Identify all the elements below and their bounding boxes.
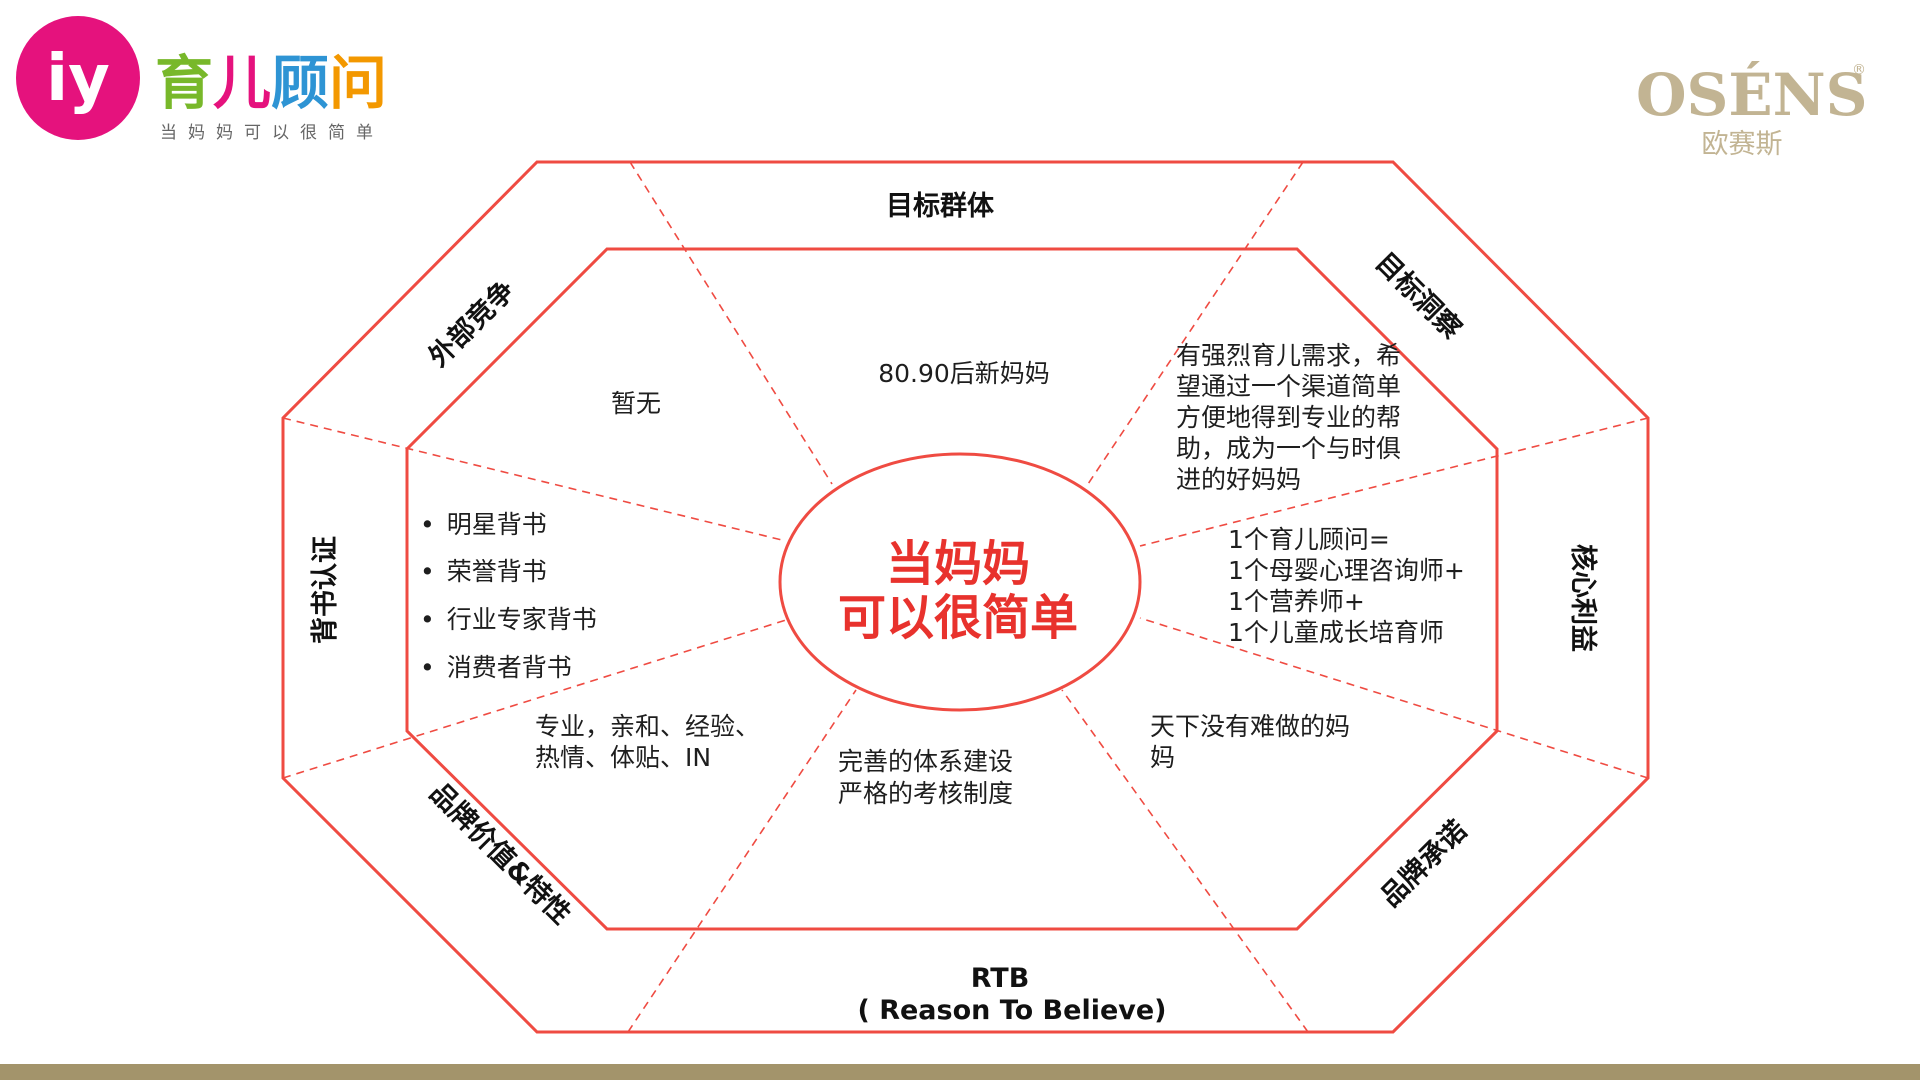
brand-name: OSÉNS [1636,61,1868,129]
content-brand-promise: 天下没有难做的妈 妈 [1150,712,1350,772]
promise-line: 天下没有难做的妈 [1150,712,1350,741]
title-core-benefit: 核心利益 [1567,544,1599,652]
benefit-line: 1个母婴心理咨询师+ [1228,556,1465,585]
brand-value-line: 热情、体贴、IN [535,743,711,772]
endorsement-item-text: 荣誉背书 [447,557,547,586]
divider-bottom-left [627,689,857,1033]
endorsement-item: • 明星背书 [420,510,547,539]
endorsement-item-text: 明星背书 [447,510,547,539]
benefit-line: 1个育儿顾问= [1228,525,1390,554]
title-rtb-line-1: RTB [971,963,1030,994]
endorsement-item: • 消费者背书 [420,653,572,682]
divider-left-upper [282,417,787,542]
outer-octagon [281,160,1650,1034]
endorsement-item: • 行业专家背书 [420,605,597,634]
center-line-2: 可以很简单 [838,590,1078,646]
footer-band [0,1064,1920,1080]
content-target-insight: 有强烈育儿需求，希 望通过一个渠道简单 方便地得到专业的帮 助，成为一个与时俱 … [1176,341,1401,494]
content-brand-value: 专业，亲和、经验、 热情、体贴、IN [535,712,760,772]
promise-line: 妈 [1150,743,1175,772]
title-endorsement: 背书认证 [310,536,341,644]
brand-logo: OSÉNS ® 欧赛斯 [1636,61,1868,160]
divider-top-left [629,161,833,485]
endorsement-item-text: 消费者背书 [447,653,572,682]
title-brand-value: 品牌价值&特性 [423,777,576,930]
brand-registered: ® [1852,62,1866,78]
title-competition: 外部竞争 [422,274,521,373]
logo: iy 育儿顾问 当妈妈可以很简单 [16,16,387,143]
divider-right-upper [1139,417,1649,547]
benefit-line: 1个营养师+ [1228,587,1365,616]
title-target-group: 目标群体 [886,191,995,222]
content-target-group: 80.90后新妈妈 [878,359,1050,388]
insight-line: 有强烈育儿需求，希 [1176,341,1401,370]
divider-left-lower [282,619,787,779]
rtb-line: 完善的体系建设 [838,747,1013,776]
title-target-insight: 目标洞察 [1369,246,1469,346]
brand-value-line: 专业，亲和、经验、 [535,712,760,741]
logo-glyph: iy [46,42,110,116]
logo-icon [16,16,140,140]
logo-name-char-2: 儿 [213,49,271,117]
endorsement-item: • 荣誉背书 [420,557,547,586]
insight-line: 望通过一个渠道简单 [1176,372,1401,401]
benefit-line: 1个儿童成长培育师 [1228,618,1444,647]
divider-bottom-right [1061,689,1309,1033]
rtb-line: 严格的考核制度 [838,779,1013,808]
logo-slogan: 当妈妈可以很简单 [160,123,384,143]
logo-name-char-3: 顾 [271,49,329,117]
divider-right-lower [1139,617,1649,779]
logo-name-char-1: 育 [155,49,213,117]
insight-line: 助，成为一个与时俱 [1176,434,1401,463]
insight-line: 进的好妈妈 [1176,465,1301,494]
logo-name-char-4: 问 [329,49,387,117]
dashed-dividers [282,161,1649,1033]
content-competition: 暂无 [611,389,661,418]
title-brand-promise: 品牌承诺 [1375,815,1473,913]
title-rtb-line-2: ( Reason To Believe) [857,995,1166,1026]
content-core-benefit: 1个育儿顾问= 1个母婴心理咨询师+ 1个营养师+ 1个儿童成长培育师 [1228,525,1465,647]
content-endorsement: • 明星背书 • 荣誉背书 • 行业专家背书 • 消费者背书 [420,510,597,682]
insight-line: 方便地得到专业的帮 [1176,403,1401,432]
content-rtb: 完善的体系建设 严格的考核制度 [838,747,1013,808]
logo-name: 育儿顾问 [155,49,387,117]
center-line-1: 当妈妈 [886,536,1030,592]
brand-name-cn: 欧赛斯 [1702,129,1783,160]
endorsement-item-text: 行业专家背书 [447,605,597,634]
inner-octagon [405,247,1499,931]
divider-top-right [1087,161,1304,485]
center-ellipse [778,452,1142,712]
